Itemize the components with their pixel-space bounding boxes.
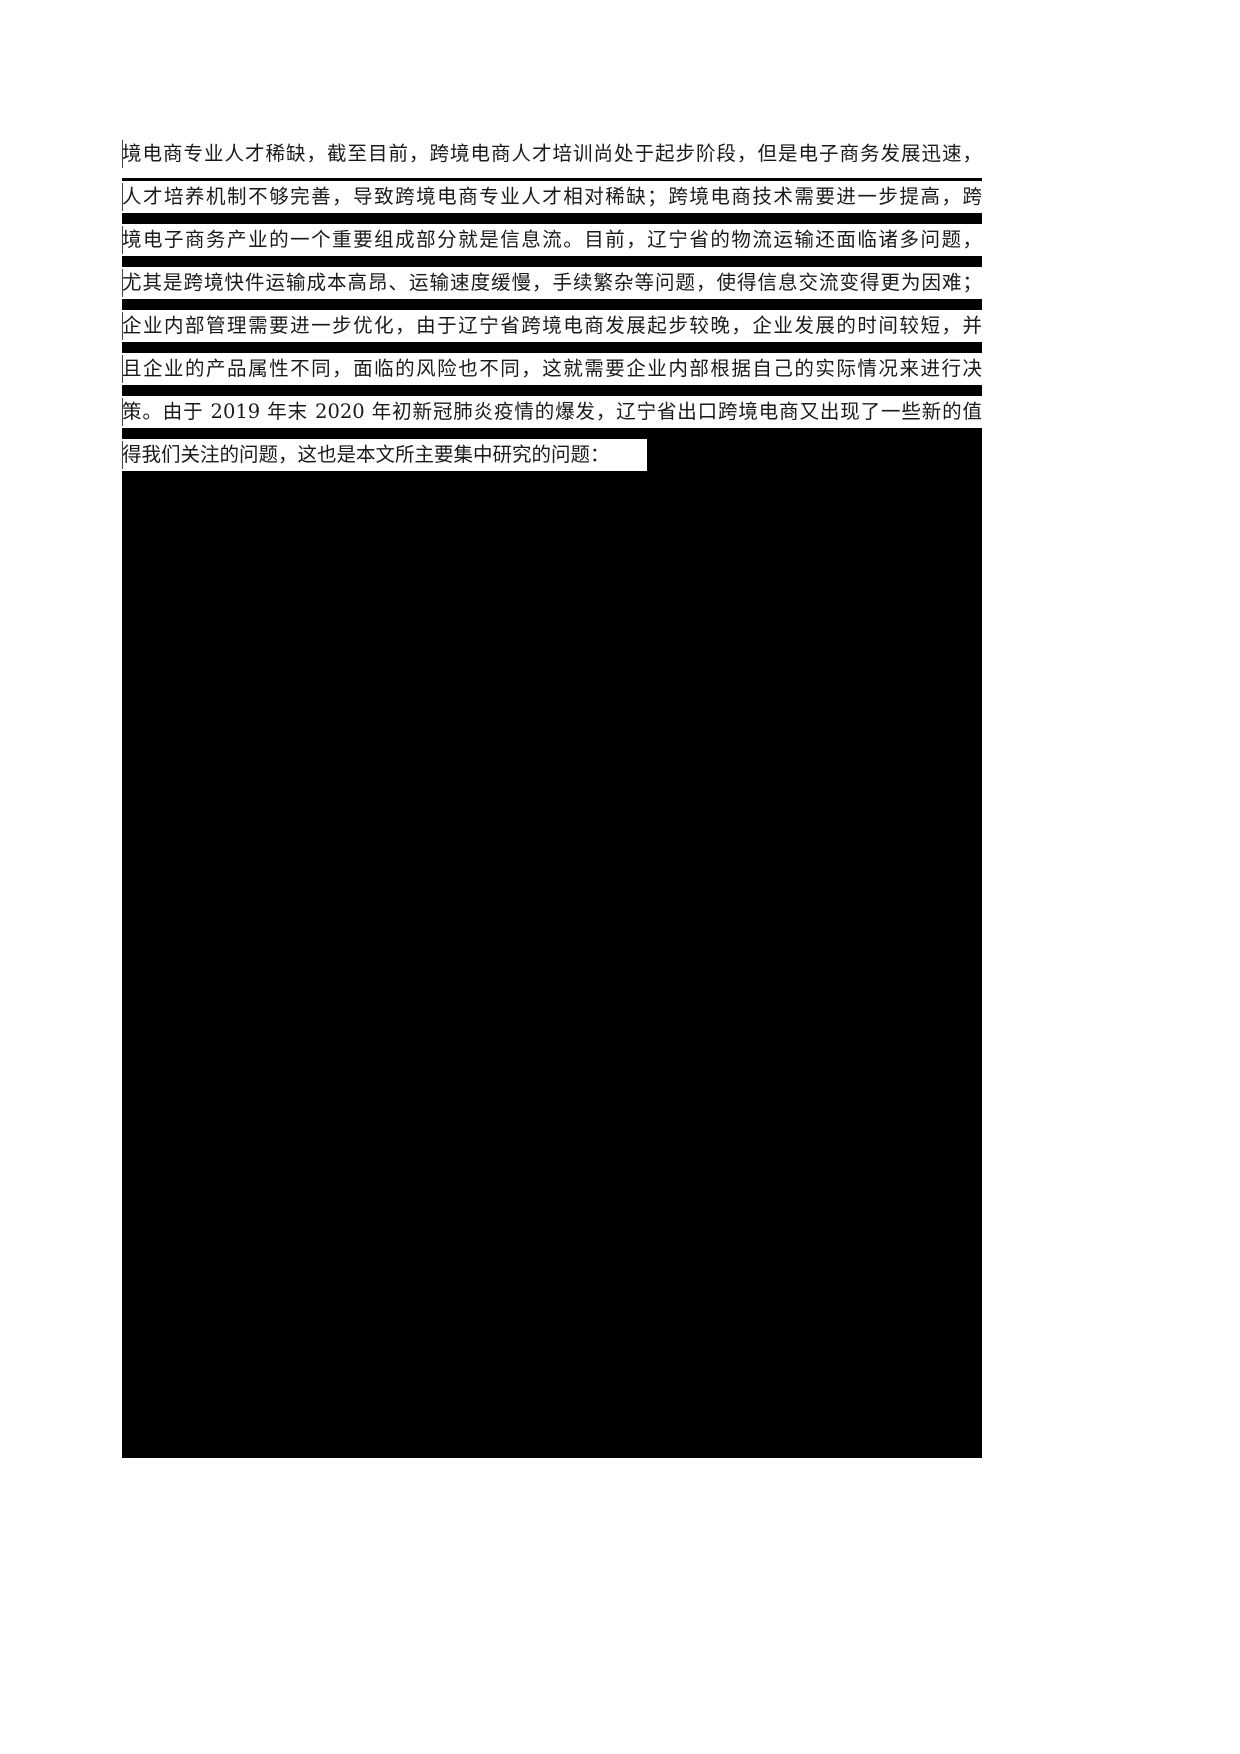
- text-line: 境电商专业人才稀缺，截至目前，跨境电商人才培训尚处于起步阶段，但是电子商务发展迅…: [122, 138, 982, 170]
- text-line: 策。由于 2019 年末 2020 年初新冠肺炎疫情的爆发，辽宁省出口跨境电商又…: [122, 396, 982, 428]
- text-line: 得我们关注的问题，这也是本文所主要集中研究的问题：: [122, 439, 647, 471]
- text-line: 企业内部管理需要进一步优化，由于辽宁省跨境电商发展起步较晚，企业发展的时间较短，…: [122, 310, 982, 342]
- text-line: 且企业的产品属性不同，面临的风险也不同，这就需要企业内部根据自己的实际情况来进行…: [122, 353, 982, 385]
- text-line: 尤其是跨境快件运输成本高昂、运输速度缓慢，手续繁杂等问题，使得信息交流变得更为因…: [122, 267, 982, 299]
- text-line: 人才培养机制不够完善，导致跨境电商专业人才相对稀缺；跨境电商技术需要进一步提高，…: [122, 181, 982, 213]
- text-line: 境电子商务产业的一个重要组成部分就是信息流。目前，辽宁省的物流运输还面临诸多问题…: [122, 224, 982, 256]
- paragraph-text-body: 境电商专业人才稀缺，截至目前，跨境电商人才培训尚处于起步阶段，但是电子商务发展迅…: [122, 138, 982, 482]
- redacted-body-block: [122, 178, 982, 1458]
